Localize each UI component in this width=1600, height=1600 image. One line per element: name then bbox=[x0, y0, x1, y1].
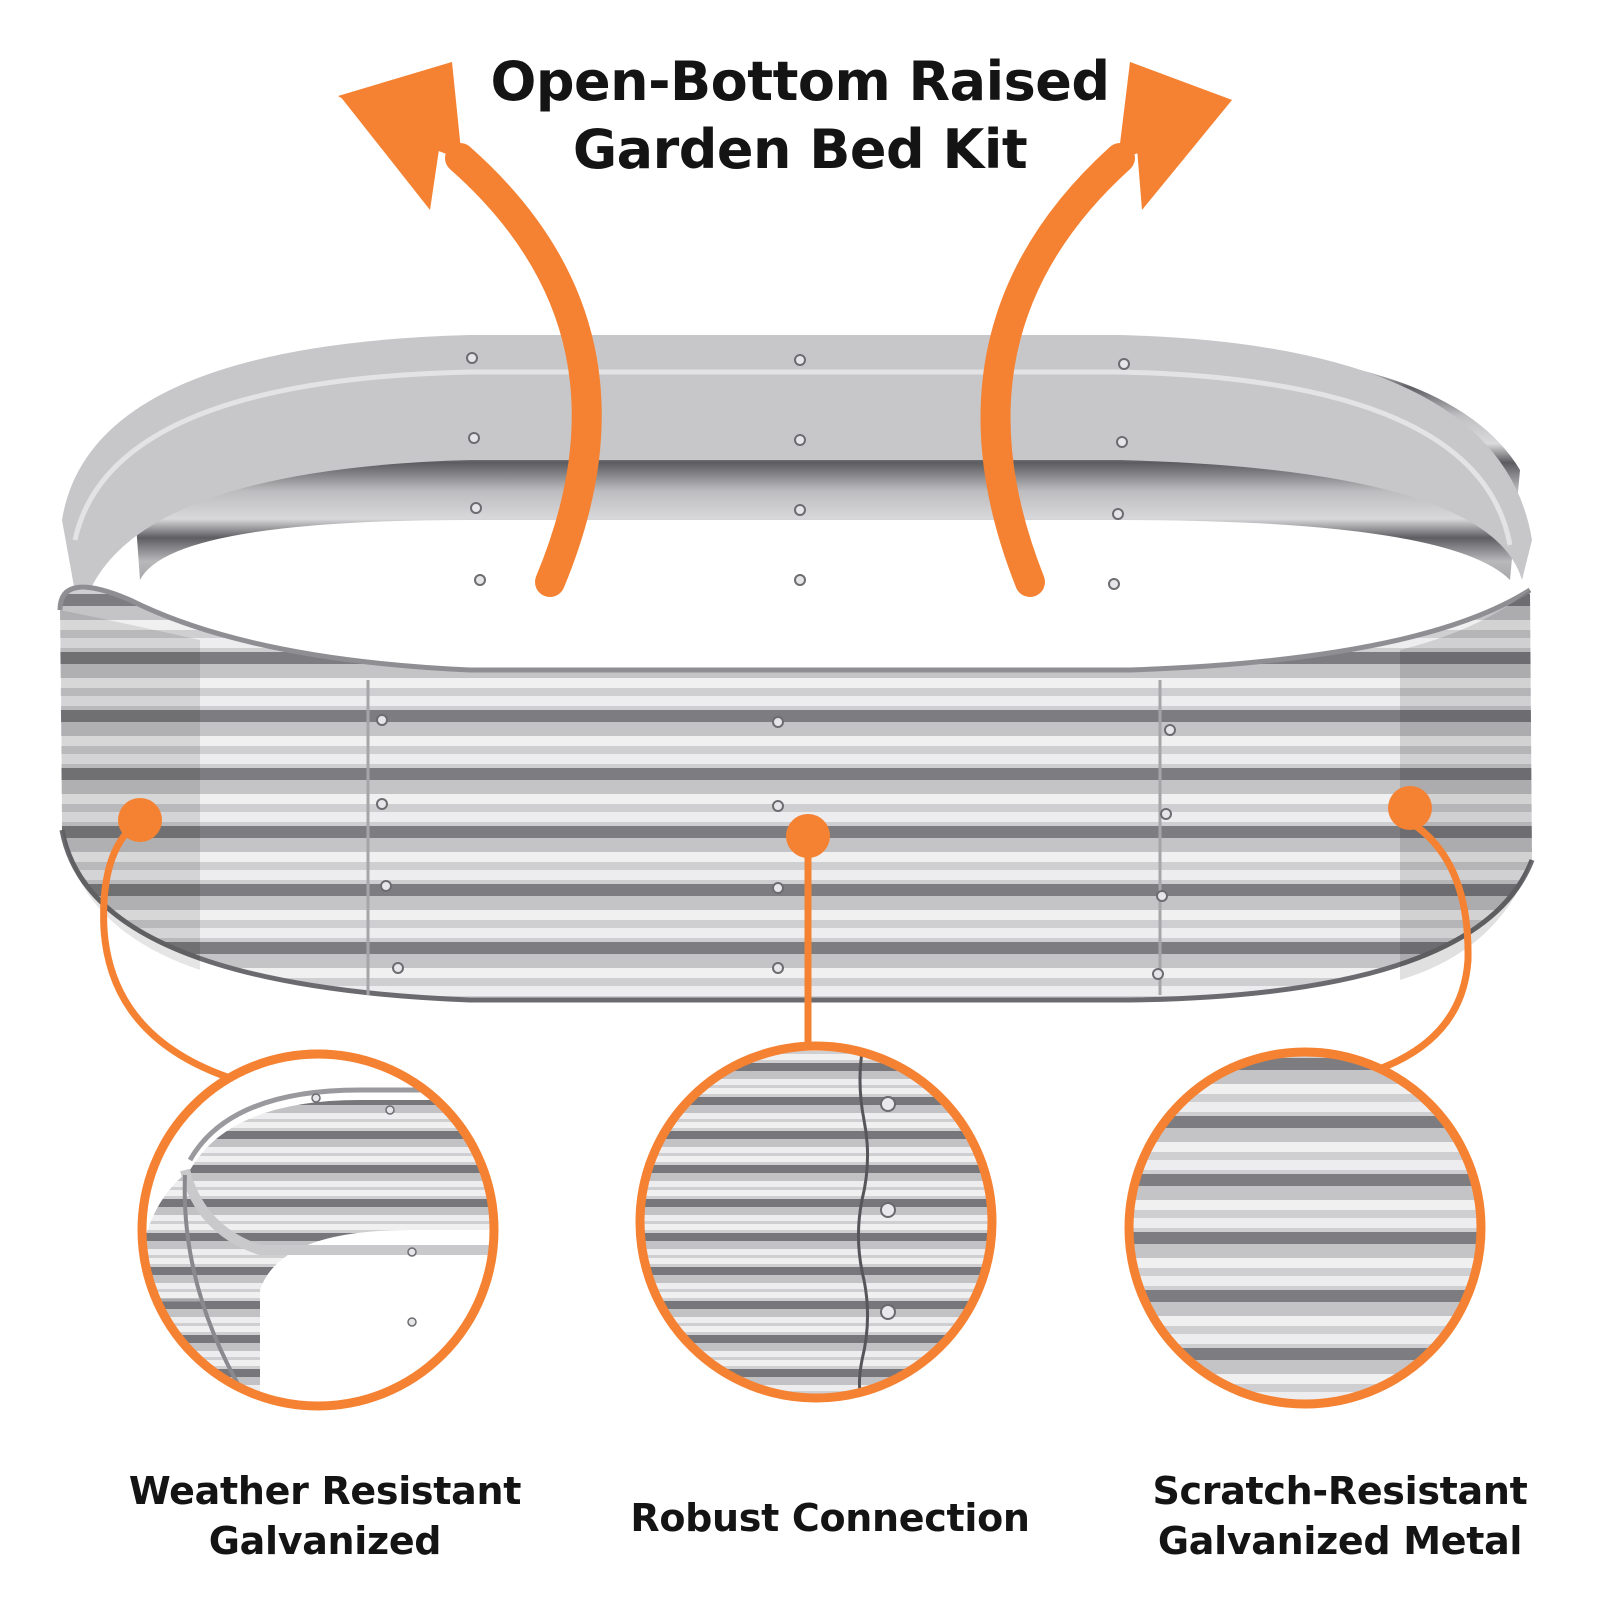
bed-rivets bbox=[376, 352, 1176, 980]
detail-circle-scratch bbox=[1124, 1047, 1486, 1409]
callout-lines bbox=[100, 819, 1472, 1084]
detail-circle-weather bbox=[137, 1049, 499, 1411]
up-right-arrow-icon bbox=[980, 62, 1232, 597]
bed-top-rim bbox=[62, 335, 1532, 620]
feature-caption-connection: Robust Connection bbox=[600, 1493, 1060, 1543]
up-left-arrow-icon bbox=[338, 62, 602, 597]
feature-caption-scratch: Scratch-Resistant Galvanized Metal bbox=[1090, 1466, 1590, 1566]
feature-caption-line: Weather Resistant bbox=[128, 1469, 522, 1513]
callout-dot-icon bbox=[118, 786, 1432, 858]
bed-opening bbox=[150, 560, 1500, 700]
feature-caption-line: Galvanized bbox=[208, 1519, 442, 1563]
title-line-1: Open-Bottom Raised bbox=[490, 50, 1110, 113]
title-line-2: Garden Bed Kit bbox=[572, 118, 1028, 181]
feature-caption-line: Scratch-Resistant bbox=[1152, 1469, 1528, 1513]
feature-caption-line: Robust Connection bbox=[630, 1496, 1030, 1540]
feature-caption-weather: Weather Resistant Galvanized bbox=[95, 1466, 555, 1566]
feature-caption-line: Galvanized Metal bbox=[1157, 1519, 1523, 1563]
detail-circle-connection bbox=[635, 1041, 997, 1403]
page-title: Open-Bottom Raised Garden Bed Kit bbox=[300, 48, 1300, 184]
